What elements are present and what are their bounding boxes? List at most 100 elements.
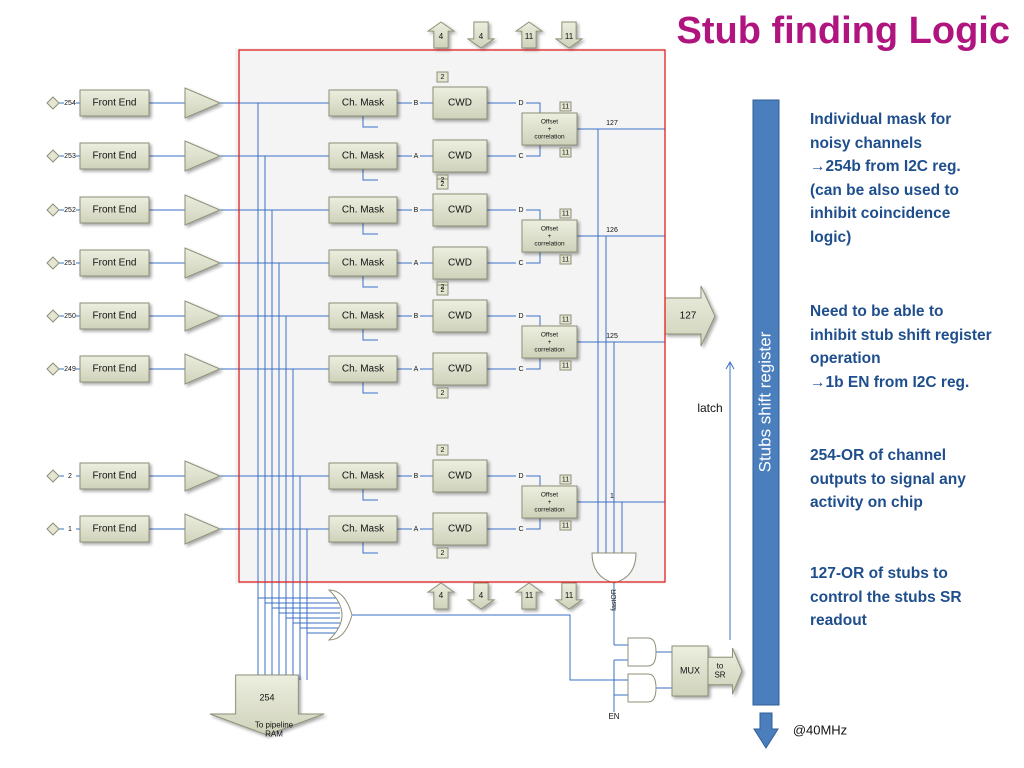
correlator-width-label: 11 bbox=[562, 149, 569, 156]
cwd-width-tag bbox=[436, 71, 449, 83]
channel-mask-label: Ch. Mask bbox=[342, 98, 385, 109]
correlator-in-wire bbox=[526, 252, 541, 264]
to-sr-arrow bbox=[707, 647, 743, 695]
mask-config-wire bbox=[362, 329, 378, 341]
cwd-width-label: 2 bbox=[441, 390, 445, 397]
note-enable: Need to be able to inhibit stub shift re… bbox=[810, 303, 992, 391]
stub-output-label: 126 bbox=[606, 227, 618, 234]
mask-pin-label: B bbox=[414, 313, 419, 320]
front-end-block bbox=[79, 355, 150, 383]
mask-config-wire bbox=[362, 489, 378, 501]
amplifier-icon bbox=[184, 140, 222, 172]
note-channel-mask: Individual mask for noisy channels →254b… bbox=[810, 111, 961, 246]
correlator-width-label: 11 bbox=[562, 316, 569, 323]
bottom-bus-arrow bbox=[426, 582, 456, 610]
cwd-block bbox=[432, 139, 488, 173]
channel-mask-label: Ch. Mask bbox=[342, 524, 385, 535]
correlator-width-label: 11 bbox=[562, 522, 569, 529]
latch-label: latch bbox=[697, 401, 722, 415]
cwd-label: CWD bbox=[448, 151, 472, 162]
correlator-width-label: 11 bbox=[562, 103, 569, 110]
clock-arrow-icon bbox=[753, 712, 779, 749]
mask-pin-label: B bbox=[414, 100, 419, 107]
or254-wire bbox=[350, 614, 628, 681]
channel-id-label: 250 bbox=[64, 313, 76, 320]
front-end-block bbox=[79, 196, 150, 224]
channel-mask-label: Ch. Mask bbox=[342, 364, 385, 375]
front-end-block bbox=[79, 515, 150, 543]
offset-correlation-block bbox=[521, 485, 578, 519]
correlator-width-tag bbox=[559, 360, 572, 371]
correlator-width-label: 11 bbox=[562, 476, 569, 483]
cwd-width-label: 2 bbox=[441, 287, 445, 294]
offset-correlation-label-line: Offset bbox=[541, 225, 558, 232]
channel-id-label: 249 bbox=[64, 366, 76, 373]
channel-mask-label: Ch. Mask bbox=[342, 258, 385, 269]
correlator-in-wire bbox=[526, 518, 541, 530]
offset-correlation-label-line: correlation bbox=[534, 240, 565, 247]
top-bus-label: 4 bbox=[439, 32, 444, 41]
mask-pin-label: B bbox=[414, 473, 419, 480]
correlator-width-tag bbox=[559, 147, 572, 158]
cwd-width-label: 2 bbox=[441, 181, 445, 188]
input-pad-icon bbox=[46, 149, 60, 163]
bottom-bus-arrow bbox=[514, 582, 544, 610]
front-end-label: Front End bbox=[93, 205, 137, 216]
note-127-or: 127-OR of stubs to control the stubs SR … bbox=[810, 565, 962, 629]
offset-correlation-label: Offset+correlation bbox=[534, 118, 565, 140]
offset-correlation-label-line: Offset bbox=[541, 331, 558, 338]
mask-config-wire bbox=[362, 276, 378, 288]
channel-mask-block bbox=[328, 196, 398, 224]
latch-arrowhead bbox=[725, 360, 735, 370]
offset-correlation-label: Offset+correlation bbox=[534, 225, 565, 247]
offset-correlation-label-line: + bbox=[548, 126, 552, 133]
stub-output-arrow bbox=[664, 285, 716, 347]
correlator-in-wire bbox=[526, 475, 541, 486]
cwd-width-label: 2 bbox=[441, 74, 445, 81]
cwd-label: CWD bbox=[448, 471, 472, 482]
amplifier-icon bbox=[184, 247, 222, 279]
channel-id-label: 1 bbox=[68, 526, 72, 533]
correlator-width-tag bbox=[559, 314, 572, 325]
input-pad-icon bbox=[46, 309, 60, 323]
front-end-label: Front End bbox=[93, 471, 137, 482]
channel-mask-block bbox=[328, 462, 398, 490]
input-pad-icon bbox=[46, 256, 60, 270]
amplifier-icon bbox=[184, 513, 222, 545]
front-end-label: Front End bbox=[93, 364, 137, 375]
cwd-width-tag bbox=[436, 444, 449, 456]
correlator-width-label: 11 bbox=[562, 362, 569, 369]
cwd-label: CWD bbox=[448, 258, 472, 269]
offset-correlation-block bbox=[521, 325, 578, 359]
stub-output-label: 125 bbox=[606, 333, 618, 340]
channel-id-label: 251 bbox=[64, 260, 76, 267]
cwd-width-tag bbox=[436, 178, 449, 190]
input-pad-icon bbox=[46, 469, 60, 483]
offset-correlation-label: Offset+correlation bbox=[534, 331, 565, 353]
cwd-label: CWD bbox=[448, 311, 472, 322]
front-end-block bbox=[79, 249, 150, 277]
cwd-width-label: 2 bbox=[441, 550, 445, 557]
front-end-label: Front End bbox=[93, 524, 137, 535]
mask-pin-label: A bbox=[414, 153, 419, 160]
correlator-width-tag bbox=[559, 254, 572, 265]
cwd-block bbox=[432, 86, 488, 120]
offset-correlation-label-line: Offset bbox=[541, 491, 558, 498]
slide-title: Stub finding Logic bbox=[676, 10, 1010, 52]
bottom-bus-label: 11 bbox=[565, 591, 574, 600]
cwd-label: CWD bbox=[448, 364, 472, 375]
stubs-shift-register bbox=[752, 99, 780, 706]
channel-mask-label: Ch. Mask bbox=[342, 151, 385, 162]
channel-id-label: 252 bbox=[64, 207, 76, 214]
to-sr-label-line: to bbox=[717, 662, 724, 671]
offset-correlation-label-line: + bbox=[548, 233, 552, 240]
correlator-width-tag bbox=[559, 208, 572, 219]
pipeline-ram-label-line: RAM bbox=[265, 730, 283, 739]
cwd-width-tag bbox=[436, 547, 449, 559]
offset-correlation-label: Offset+correlation bbox=[534, 491, 565, 513]
top-bus-arrow bbox=[466, 21, 496, 49]
cwd-block bbox=[432, 352, 488, 386]
to-sr-label-line: SR bbox=[714, 671, 725, 680]
cwd-width-label: 2 bbox=[441, 284, 445, 291]
